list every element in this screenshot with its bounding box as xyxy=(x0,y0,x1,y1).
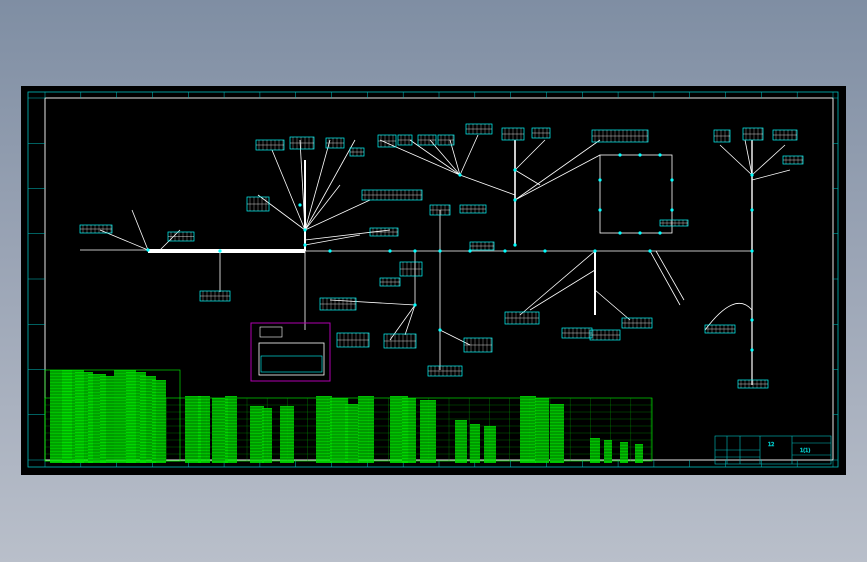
drawing-number: 12 xyxy=(768,442,774,448)
connector-blocks xyxy=(79,123,804,389)
sheet-label: 1(1) xyxy=(800,448,810,454)
splice-points xyxy=(146,153,754,352)
selected-connector[interactable] xyxy=(250,322,331,382)
wire-table xyxy=(44,369,653,463)
harness-wires xyxy=(80,134,791,385)
title-block: 12 1(1) xyxy=(714,435,832,465)
